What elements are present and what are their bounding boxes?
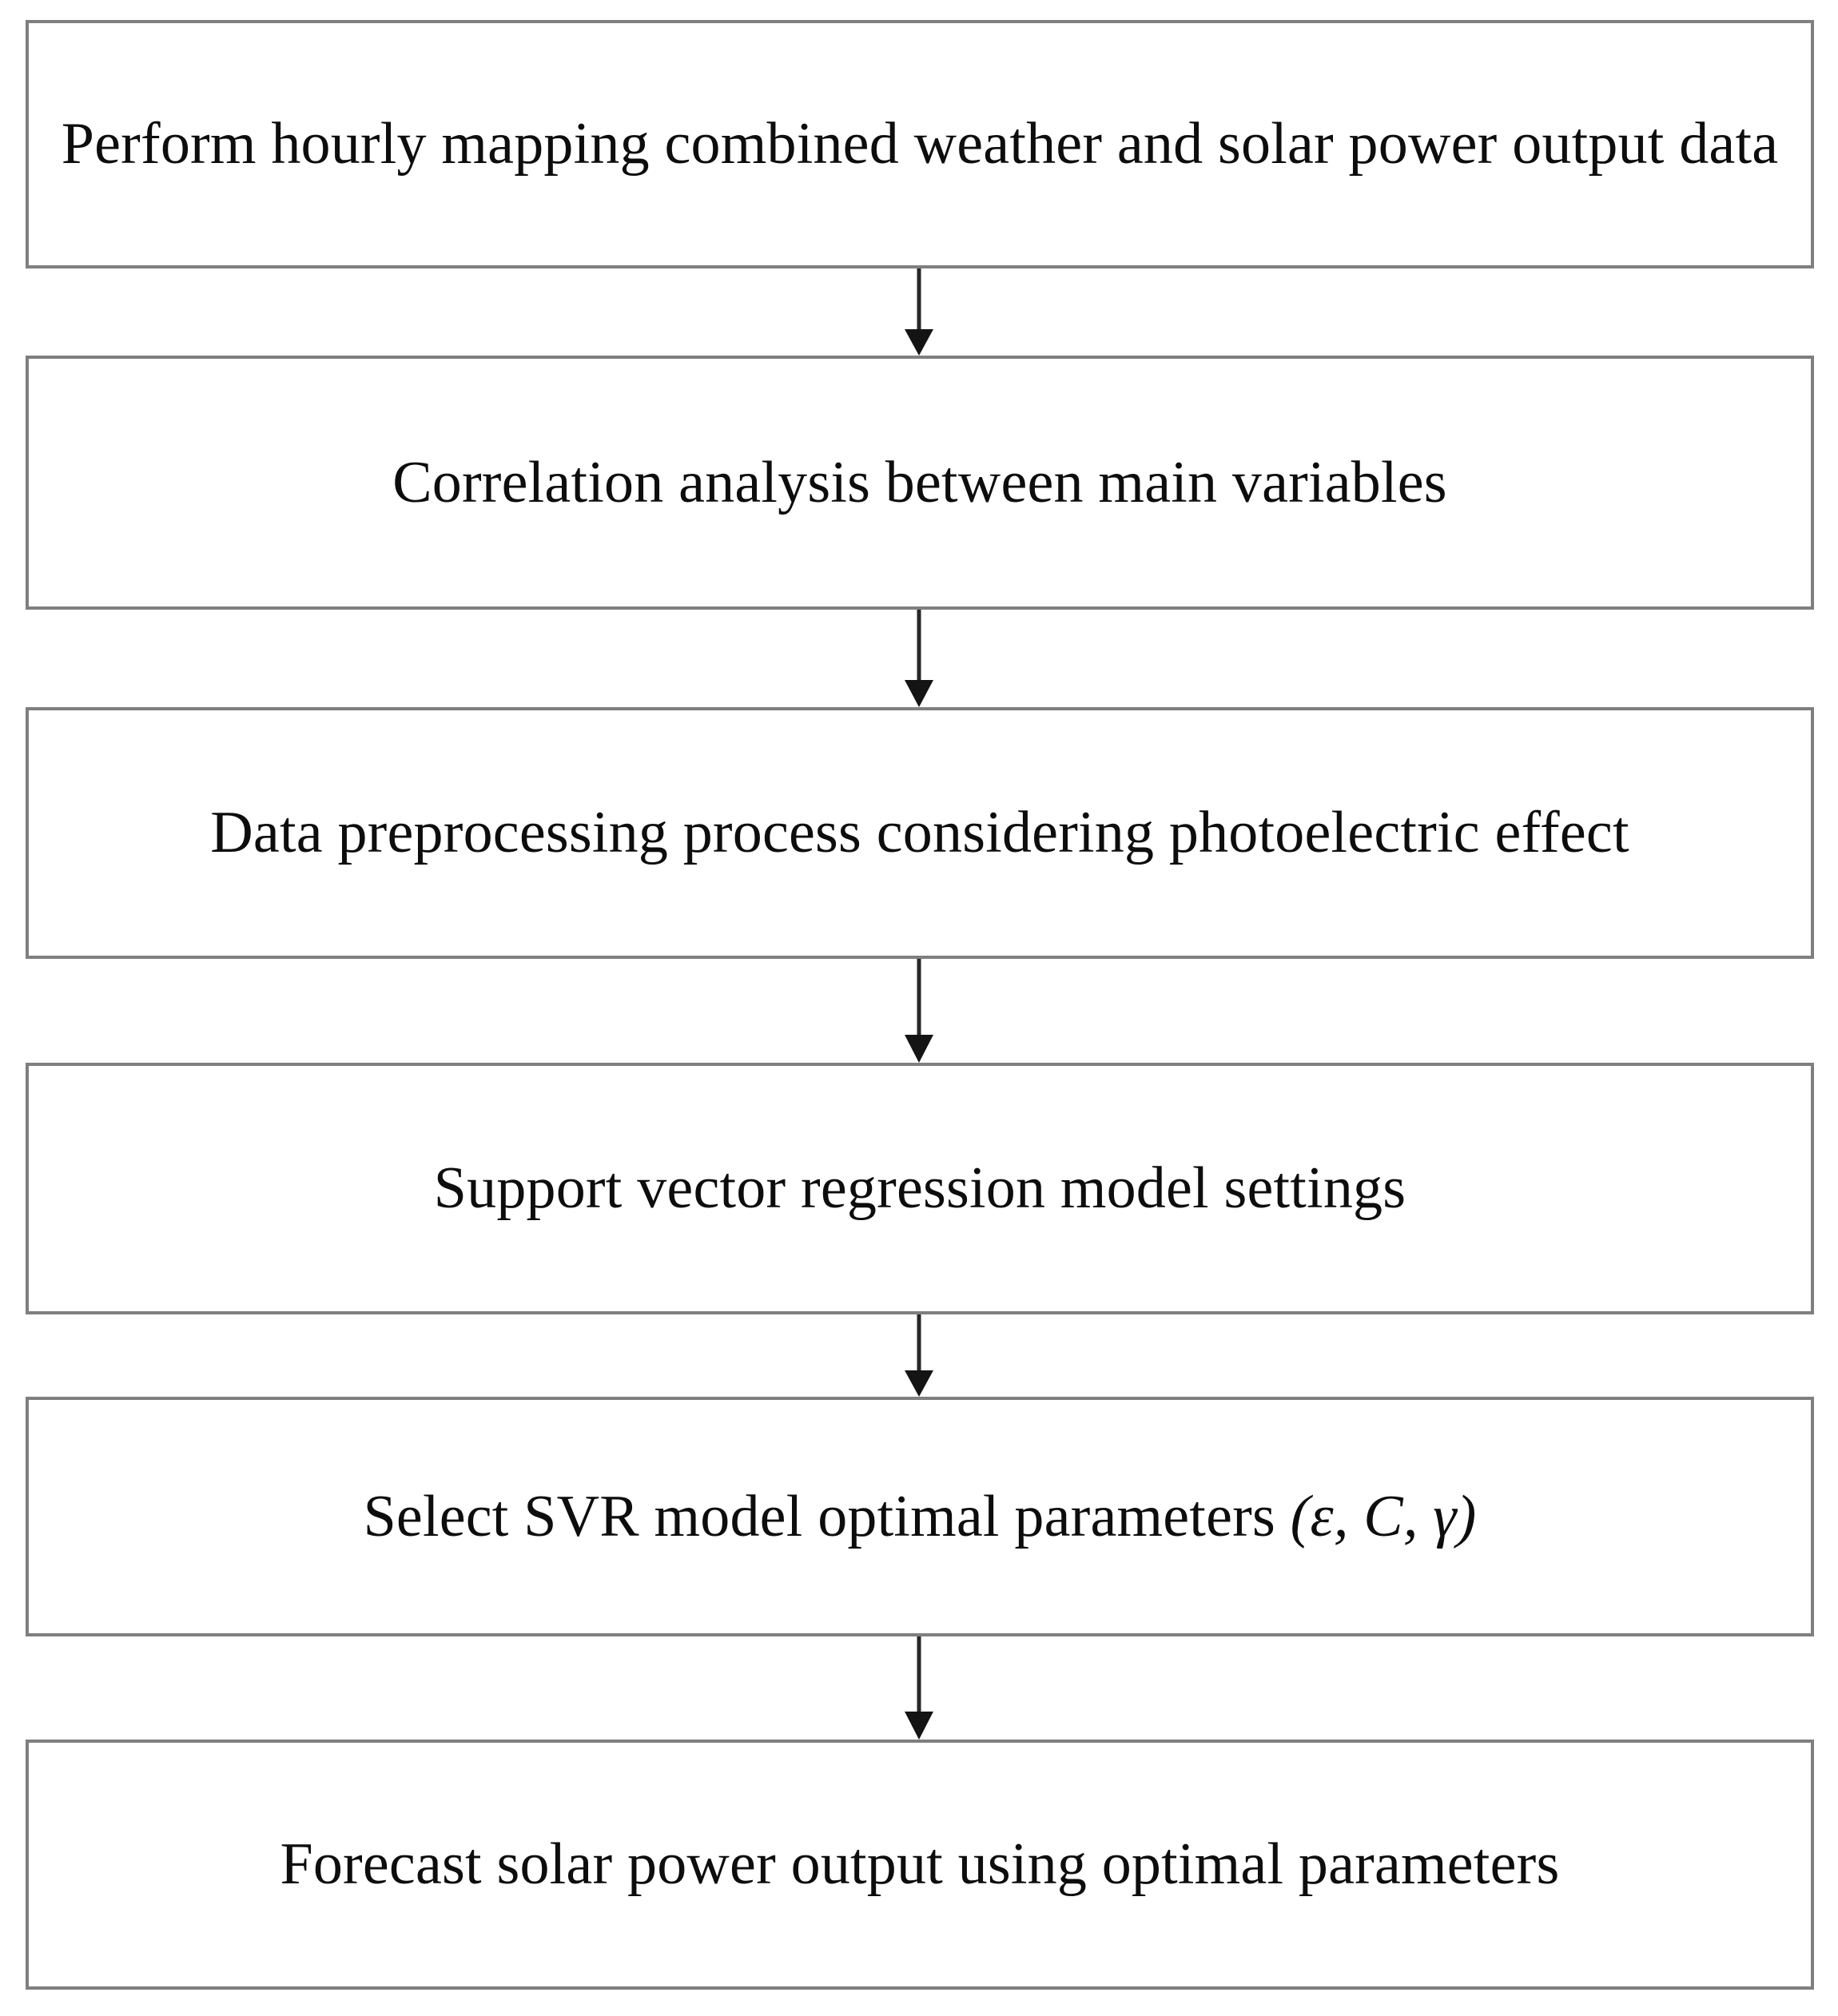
- flowchart-node-label: Support vector regression model settings: [433, 1155, 1406, 1222]
- flowchart-node-step-1: Perform hourly mapping combined weather …: [26, 20, 1814, 268]
- flowchart-node-step-6: Forecast solar power output using optima…: [26, 1740, 1814, 1990]
- flowchart-arrow-4-5: [903, 1314, 935, 1397]
- arrow-down-icon: [905, 1314, 933, 1397]
- flowchart-arrow-2-3: [903, 610, 935, 707]
- flowchart-arrow-3-4: [903, 959, 935, 1063]
- arrow-down-icon: [905, 1636, 933, 1740]
- flowchart-node-step-3: Data preprocessing process considering p…: [26, 707, 1814, 959]
- flowchart-node-step-2: Correlation analysis between main variab…: [26, 356, 1814, 610]
- flowchart-node-label: Data preprocessing process considering p…: [210, 800, 1629, 866]
- flowchart-node-label-text: Select SVR model optimal parameters: [363, 1483, 1291, 1549]
- arrow-down-icon: [905, 610, 933, 707]
- flowchart-arrow-5-6: [903, 1636, 935, 1740]
- flowchart-node-label: Perform hourly mapping combined weather …: [61, 111, 1779, 177]
- flowchart-node-step-4: Support vector regression model settings: [26, 1063, 1814, 1314]
- flowchart-node-label: Correlation analysis between main variab…: [392, 449, 1447, 515]
- flowchart-node-label: Forecast solar power output using optima…: [280, 1831, 1560, 1898]
- flowchart-node-step-5: Select SVR model optimal parameters (ε, …: [26, 1397, 1814, 1636]
- flowchart-arrow-1-2: [903, 268, 935, 356]
- flowchart-node-label: Select SVR model optimal parameters (ε, …: [343, 1479, 1498, 1555]
- arrow-down-icon: [905, 268, 933, 356]
- arrow-down-icon: [905, 959, 933, 1063]
- svr-parameters-math: (ε, C, γ): [1290, 1483, 1477, 1549]
